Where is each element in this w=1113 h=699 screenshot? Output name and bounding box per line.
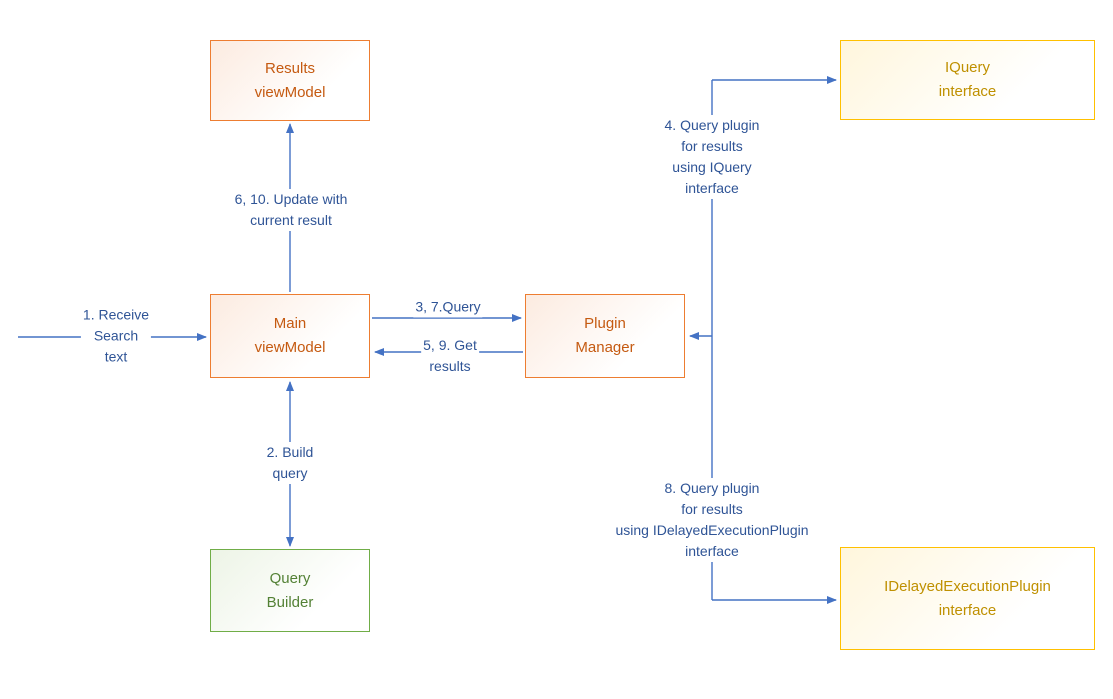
node-query-builder: Query Builder (210, 549, 370, 632)
node-main-viewmodel: Main viewModel (210, 294, 370, 378)
edge-label-build-query: 2. Build query (264, 442, 316, 484)
edge-label-get-results: 5, 9. Get results (421, 335, 479, 377)
node-results-viewmodel: Results viewModel (210, 40, 370, 121)
node-idelayedexecutionplugin-interface: IDelayedExecutionPlugin interface (840, 547, 1095, 650)
edge-label-query-plugin-idelayed: 8. Query plugin for results using IDelay… (613, 478, 811, 562)
edge-label-receive-search: 1. Receive Search text (80, 304, 152, 368)
edge-label-query: 3, 7.Query (413, 296, 483, 318)
node-plugin-manager: Plugin Manager (525, 294, 685, 378)
node-iquery-interface: IQuery interface (840, 40, 1095, 120)
edge-label-update-result: 6, 10. Update with current result (232, 189, 350, 231)
edge-label-query-plugin-iquery: 4. Query plugin for results using IQuery… (662, 115, 762, 199)
